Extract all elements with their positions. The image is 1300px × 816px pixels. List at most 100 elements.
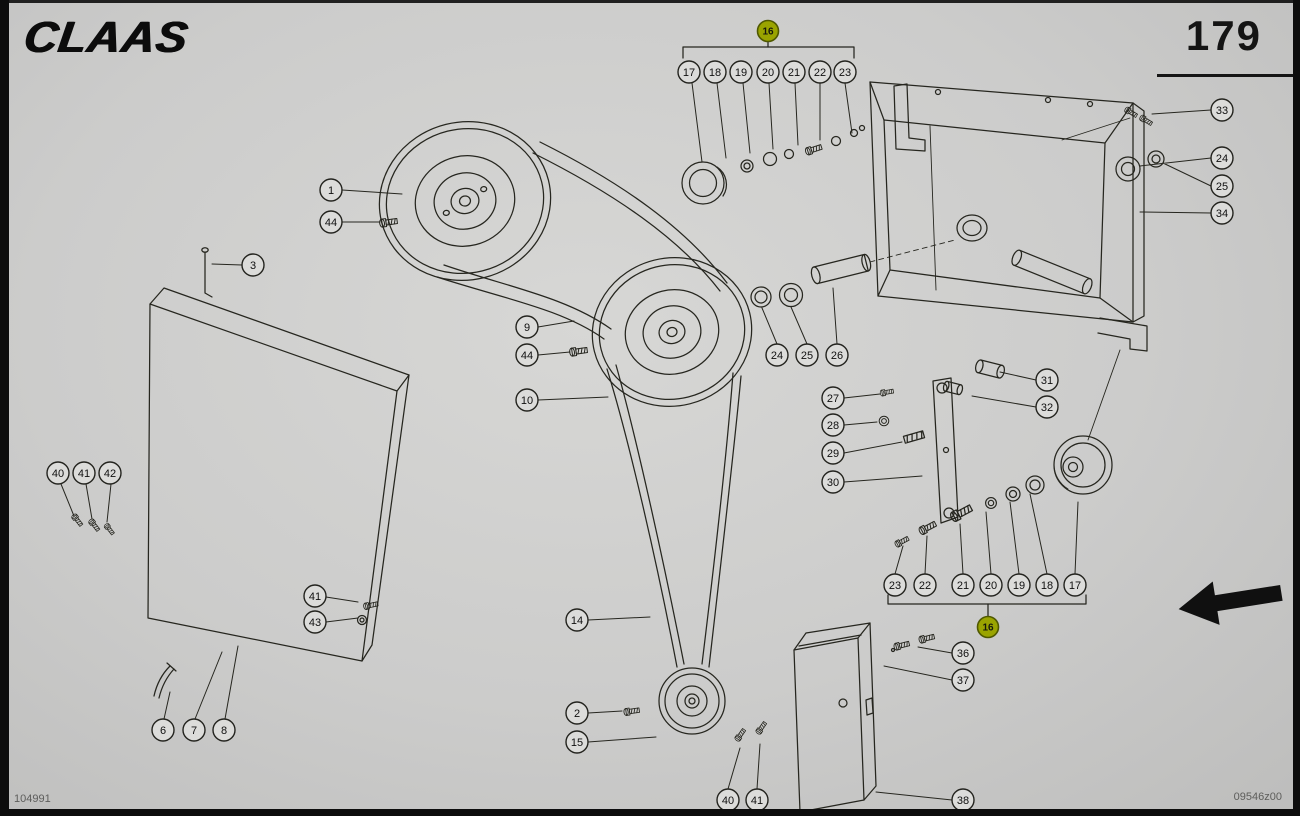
callout-2: 2 bbox=[565, 701, 589, 725]
callout-34: 34 bbox=[1210, 201, 1234, 225]
callout-7: 7 bbox=[182, 718, 206, 742]
svg-text:25: 25 bbox=[1216, 181, 1228, 193]
svg-text:42: 42 bbox=[104, 468, 116, 480]
svg-text:9: 9 bbox=[524, 322, 530, 334]
callout-19: 19 bbox=[729, 60, 753, 84]
svg-text:34: 34 bbox=[1216, 208, 1228, 220]
svg-text:10: 10 bbox=[521, 395, 533, 407]
callout-14: 14 bbox=[565, 608, 589, 632]
svg-text:20: 20 bbox=[762, 67, 774, 79]
svg-text:29: 29 bbox=[827, 448, 839, 460]
svg-text:28: 28 bbox=[827, 420, 839, 432]
svg-text:23: 23 bbox=[889, 580, 901, 592]
svg-text:44: 44 bbox=[325, 217, 337, 229]
svg-text:21: 21 bbox=[957, 580, 969, 592]
svg-text:36: 36 bbox=[957, 648, 969, 660]
svg-text:40: 40 bbox=[52, 468, 64, 480]
callout-22: 22 bbox=[913, 573, 937, 597]
second-pulley bbox=[591, 257, 753, 407]
svg-text:38: 38 bbox=[957, 795, 969, 807]
svg-text:6: 6 bbox=[160, 725, 166, 737]
callout-8: 8 bbox=[212, 718, 236, 742]
svg-text:23: 23 bbox=[839, 67, 851, 79]
svg-text:18: 18 bbox=[1041, 580, 1053, 592]
callout-25: 25 bbox=[795, 343, 819, 367]
callout-17: 17 bbox=[677, 60, 701, 84]
callout-21: 21 bbox=[951, 573, 975, 597]
callout-44: 44 bbox=[319, 210, 343, 234]
scan-edge-top bbox=[0, 0, 1300, 3]
callout-37: 37 bbox=[951, 668, 975, 692]
doc-code-right: 09546z00 bbox=[1233, 791, 1282, 803]
svg-text:2: 2 bbox=[574, 708, 580, 720]
callout-41: 41 bbox=[72, 461, 96, 485]
callout-20: 20 bbox=[756, 60, 780, 84]
page-number-rule bbox=[1157, 74, 1293, 77]
tension-pulley bbox=[658, 667, 726, 735]
callout-40: 40 bbox=[716, 788, 740, 812]
top-hardware-group bbox=[681, 124, 866, 205]
callout-23: 23 bbox=[833, 60, 857, 84]
callout-29: 29 bbox=[821, 441, 845, 465]
callout-19: 19 bbox=[1007, 573, 1031, 597]
callout-18: 18 bbox=[703, 60, 727, 84]
svg-text:40: 40 bbox=[722, 795, 734, 807]
callout-1: 1 bbox=[319, 178, 343, 202]
callout-21: 21 bbox=[782, 60, 806, 84]
svg-text:21: 21 bbox=[788, 67, 800, 79]
svg-text:25: 25 bbox=[801, 350, 813, 362]
rod-part bbox=[153, 662, 177, 699]
group-bracket-top bbox=[682, 40, 855, 59]
highlight-badge-16: 16 bbox=[756, 19, 780, 43]
callout-31: 31 bbox=[1035, 368, 1059, 392]
callout-43: 43 bbox=[303, 610, 327, 634]
frame-panel bbox=[869, 81, 1148, 441]
svg-text:32: 32 bbox=[1041, 402, 1053, 414]
svg-text:8: 8 bbox=[221, 725, 227, 737]
group-bracket-bottom bbox=[887, 594, 1087, 617]
callout-15: 15 bbox=[565, 730, 589, 754]
callout-20: 20 bbox=[979, 573, 1003, 597]
svg-text:30: 30 bbox=[827, 477, 839, 489]
callout-18: 18 bbox=[1035, 573, 1059, 597]
callout-22: 22 bbox=[808, 60, 832, 84]
svg-text:20: 20 bbox=[985, 580, 997, 592]
svg-text:41: 41 bbox=[309, 591, 321, 603]
svg-text:33: 33 bbox=[1216, 105, 1228, 117]
callout-25: 25 bbox=[1210, 174, 1234, 198]
svg-text:17: 17 bbox=[683, 67, 695, 79]
svg-text:41: 41 bbox=[751, 795, 763, 807]
callout-44: 44 bbox=[515, 343, 539, 367]
svg-text:18: 18 bbox=[709, 67, 721, 79]
svg-text:15: 15 bbox=[571, 737, 583, 749]
callout-42: 42 bbox=[98, 461, 122, 485]
svg-text:24: 24 bbox=[771, 350, 783, 362]
callout-9: 9 bbox=[515, 315, 539, 339]
callout-24: 24 bbox=[1210, 146, 1234, 170]
svg-text:27: 27 bbox=[827, 393, 839, 405]
scan-edge-bottom bbox=[0, 809, 1300, 816]
svg-text:19: 19 bbox=[735, 67, 747, 79]
callout-3: 3 bbox=[241, 253, 265, 277]
callout-33: 33 bbox=[1210, 98, 1234, 122]
callout-10: 10 bbox=[515, 388, 539, 412]
callout-27: 27 bbox=[821, 386, 845, 410]
scan-edge-left bbox=[0, 0, 9, 816]
pointer-arrow bbox=[1178, 581, 1283, 625]
svg-text:44: 44 bbox=[521, 350, 533, 362]
svg-text:22: 22 bbox=[919, 580, 931, 592]
callout-30: 30 bbox=[821, 470, 845, 494]
callout-41: 41 bbox=[745, 788, 769, 812]
callout-28: 28 bbox=[821, 413, 845, 437]
side-panel bbox=[147, 287, 410, 662]
callout-38: 38 bbox=[951, 788, 975, 812]
svg-text:3: 3 bbox=[250, 260, 256, 272]
callout-24: 24 bbox=[765, 343, 789, 367]
callout-26: 26 bbox=[825, 343, 849, 367]
doc-code-left: 104991 bbox=[14, 793, 51, 805]
collector-box bbox=[793, 622, 877, 813]
svg-text:7: 7 bbox=[191, 725, 197, 737]
